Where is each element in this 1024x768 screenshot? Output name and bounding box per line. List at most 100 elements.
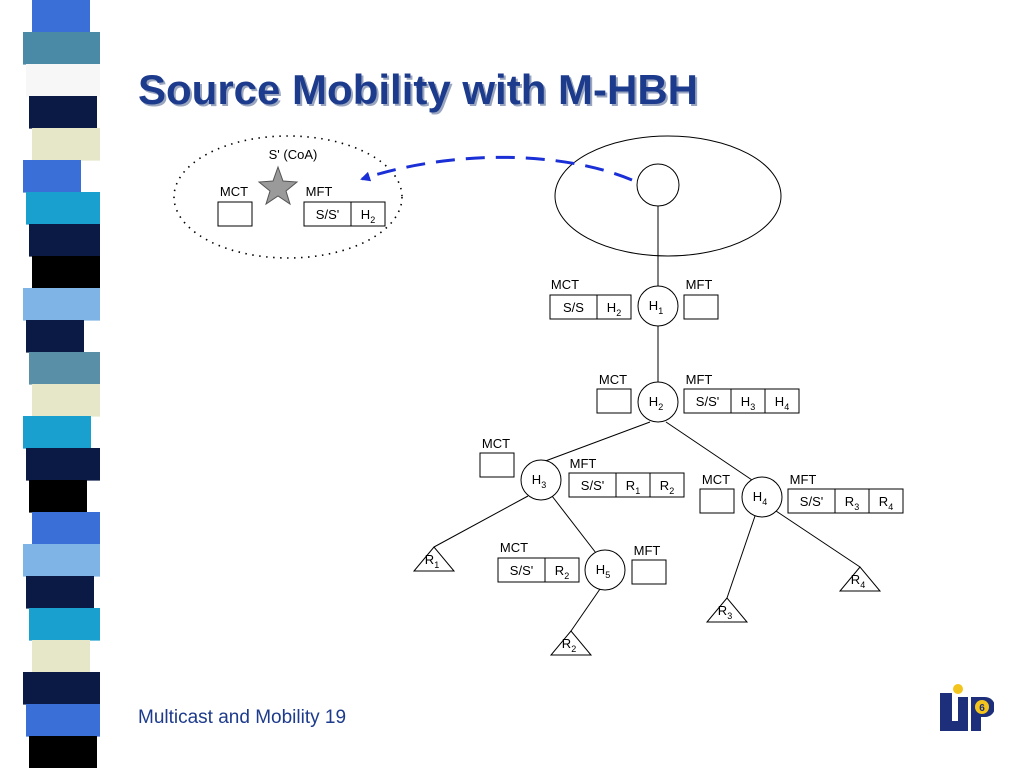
stripe-segment bbox=[23, 32, 100, 65]
edge-h4-r4 bbox=[775, 510, 861, 568]
h4-mft-cell bbox=[868, 488, 904, 514]
coa-region bbox=[173, 135, 403, 259]
edge-h3-h5 bbox=[551, 495, 597, 554]
h3-mft-cell bbox=[615, 472, 651, 498]
move-arrow bbox=[360, 155, 633, 182]
stripe-segment bbox=[29, 96, 97, 129]
h3-mft-cell-text: S/S' bbox=[581, 478, 604, 493]
stripe-segment bbox=[26, 64, 100, 97]
stripe-segment bbox=[26, 448, 100, 481]
stripe-segment bbox=[23, 160, 81, 193]
svg-text:6: 6 bbox=[979, 703, 985, 714]
h1-mct-cell bbox=[596, 294, 632, 320]
stripe-segment bbox=[29, 736, 97, 768]
h5-mft-table bbox=[631, 559, 667, 585]
h4-mft-cell-text: S/S' bbox=[800, 494, 823, 509]
edge-h4-r3 bbox=[726, 515, 756, 599]
router-h2: H2 bbox=[637, 381, 679, 423]
h3-mct-label: MCT bbox=[482, 436, 510, 451]
h2-mct-table bbox=[596, 388, 632, 414]
h4-mct-table bbox=[699, 488, 735, 514]
router-h4-circle bbox=[741, 476, 783, 518]
stripe-segment bbox=[26, 704, 100, 737]
receiver-r3: R3 bbox=[705, 597, 749, 623]
h5-mct-label: MCT bbox=[500, 540, 528, 555]
stripe-segment bbox=[32, 0, 90, 33]
h1-mft-table bbox=[683, 294, 719, 320]
stripe-segment bbox=[23, 416, 91, 449]
router-h5-circle bbox=[584, 549, 626, 591]
h4-mft-label: MFT bbox=[790, 472, 817, 487]
stripe-segment bbox=[32, 640, 90, 673]
tree-edges bbox=[433, 206, 861, 632]
h2-mft-cell bbox=[764, 388, 800, 414]
source-subnet bbox=[554, 135, 782, 257]
coa-mft-cell bbox=[350, 201, 386, 227]
stripe-segment bbox=[23, 288, 100, 321]
h2-mft-label: MFT bbox=[686, 372, 713, 387]
lip6-logo-icon: 6 bbox=[940, 684, 994, 731]
edge-h3-r1 bbox=[433, 495, 529, 548]
coa-mft-cell-text: S/S' bbox=[316, 207, 339, 222]
h4-mct-label: MCT bbox=[702, 472, 730, 487]
stripe-segment bbox=[29, 608, 100, 641]
decorative-stripe bbox=[23, 0, 100, 768]
h2-mft-cell-text: S/S' bbox=[696, 394, 719, 409]
h3-mft-cell bbox=[568, 472, 617, 498]
h1-mct-label: MCT bbox=[551, 277, 579, 292]
receiver-r3-triangle bbox=[705, 597, 749, 623]
stripe-segment bbox=[32, 128, 100, 161]
edge-h2-h3 bbox=[539, 421, 651, 464]
h1-mct-cell-text: S/S bbox=[563, 300, 584, 315]
source-node bbox=[636, 163, 680, 207]
stripe-segment bbox=[32, 256, 100, 289]
coa-mft-cell bbox=[303, 201, 352, 227]
router-h1-circle bbox=[637, 285, 679, 327]
stripe-segment bbox=[29, 480, 87, 513]
router-h2-circle bbox=[637, 381, 679, 423]
router-h3: H3 bbox=[520, 459, 562, 501]
receiver-r4: R4 bbox=[838, 566, 882, 592]
h3-mct-table bbox=[479, 452, 515, 478]
coa-mft-table: S/S'H2 bbox=[303, 201, 386, 227]
h5-mct-cell bbox=[544, 557, 580, 583]
h5-mct-table: S/S'R2 bbox=[497, 557, 580, 583]
router-h1: H1 bbox=[637, 285, 679, 327]
stripe-segment bbox=[26, 320, 84, 353]
h5-mft-label: MFT bbox=[634, 543, 661, 558]
stripe-segment bbox=[32, 512, 100, 545]
h2-mct-label: MCT bbox=[599, 372, 627, 387]
receiver-r1-triangle bbox=[412, 546, 456, 572]
h5-mct-cell-text: S/S' bbox=[510, 563, 533, 578]
edge-h2-h4 bbox=[665, 421, 753, 481]
stripe-segment bbox=[26, 576, 94, 609]
footer-text: Multicast and Mobility 19 bbox=[138, 707, 347, 728]
router-h4: H4 bbox=[741, 476, 783, 518]
coa-mft-label: MFT bbox=[306, 184, 333, 199]
router-h3-circle bbox=[520, 459, 562, 501]
router-h5: H5 bbox=[584, 549, 626, 591]
slide-title: Source Mobility with M-HBH bbox=[138, 66, 698, 113]
stripe-segment bbox=[23, 672, 100, 705]
receiver-r2-triangle bbox=[549, 630, 593, 656]
stripe-segment bbox=[23, 544, 100, 577]
stripe-segment bbox=[29, 224, 100, 257]
coa-mct-label: MCT bbox=[220, 184, 248, 199]
coa-label: S' (CoA) bbox=[269, 147, 318, 162]
stripe-segment bbox=[29, 352, 100, 385]
stripe-segment bbox=[32, 384, 100, 417]
h1-mft-label: MFT bbox=[686, 277, 713, 292]
receiver-r2: R2 bbox=[549, 630, 593, 656]
receiver-r1: R1 bbox=[412, 546, 456, 572]
receiver-r4-triangle bbox=[838, 566, 882, 592]
stripe-segment bbox=[26, 192, 100, 225]
coa-mct-table bbox=[217, 201, 253, 227]
mobile-source-star-icon bbox=[257, 165, 299, 206]
h3-mft-label: MFT bbox=[570, 456, 597, 471]
h2-mft-cell bbox=[730, 388, 766, 414]
